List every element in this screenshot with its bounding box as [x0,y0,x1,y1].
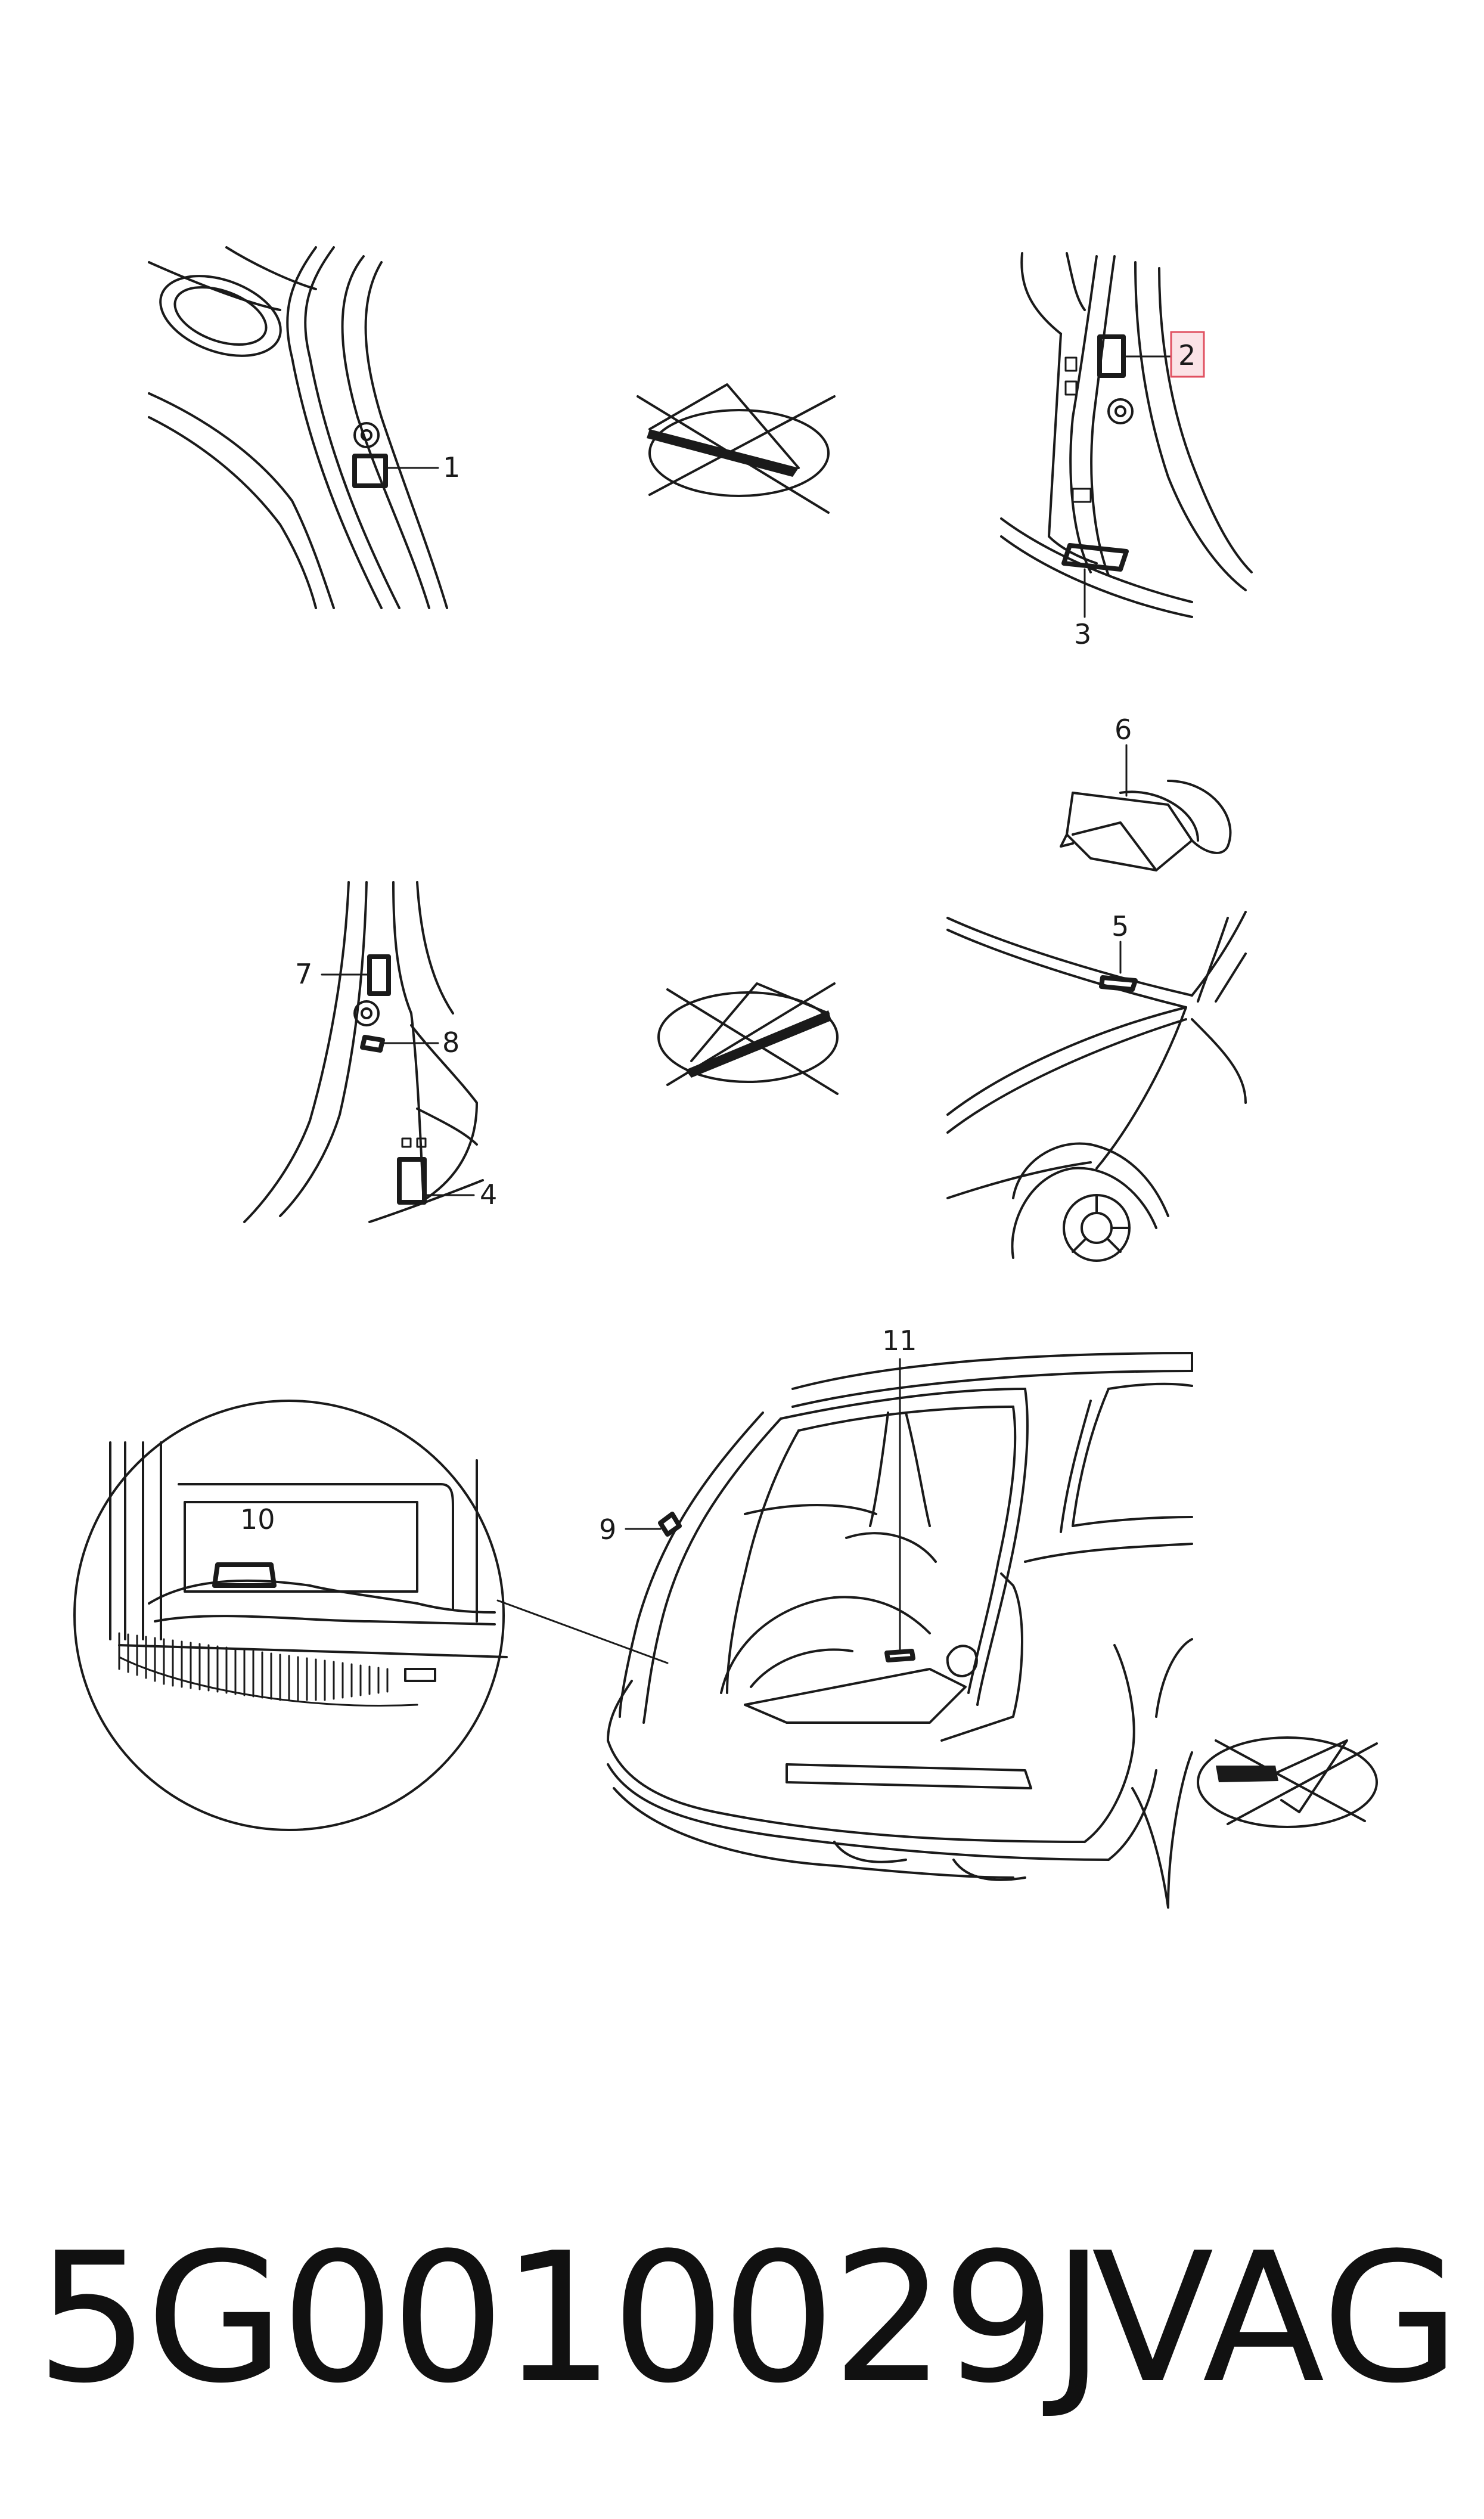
sticker-11-icon [884,1649,915,1662]
ok-stick-symbol [1197,1736,1378,1828]
part-number: 5G0010029J [36,2214,1105,2422]
callout-7: 7 [295,958,312,990]
callout-labels: 1 2 3 4 5 6 7 8 9 10 11 [240,331,1205,1546]
sticker-3-icon [1061,543,1129,572]
panel-rear-trunk [607,1352,1193,1909]
brand-label: VAG [1091,2214,1460,2422]
panel-door-pillar [243,881,484,1223]
sticker-10-icon [212,1562,277,1588]
panel-fender [946,911,1247,1262]
detail-circle [73,1400,669,1831]
callout-4: 4 [480,1178,497,1211]
panel-b-pillar-rear [1000,252,1253,618]
callout-5: 5 [1112,910,1129,942]
callout-8: 8 [442,1026,460,1059]
callout-6: 6 [1114,713,1132,746]
sticker-7-icon [367,954,391,996]
sticker-5-icon [1099,975,1138,992]
no-stick-symbol-middle [657,982,839,1095]
sticker-8-icon [360,1035,385,1053]
callout-1: 1 [443,451,460,483]
callout-11: 11 [882,1324,917,1357]
callout-10: 10 [240,1503,275,1535]
sticker-1-icon [352,454,388,488]
sticker-2-icon [1097,334,1126,378]
callout-9: 9 [599,1513,616,1546]
sticker-4-icon [397,1157,427,1205]
panel-b-pillar-front [148,246,448,609]
no-stick-symbol-top [637,383,836,514]
callout-3: 3 [1074,618,1091,650]
callout-2-highlight [1170,331,1205,378]
panel-part-6 [1060,744,1232,871]
callout-2: 2 [1178,339,1196,371]
sticker-9-icon [658,1512,682,1537]
